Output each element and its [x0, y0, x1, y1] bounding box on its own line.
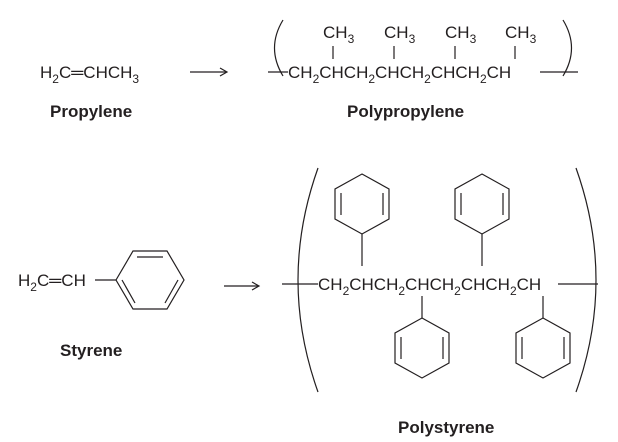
benzene-ring-icon: [115, 250, 185, 310]
styrene-monomer: H2C═CH Styrene: [18, 250, 185, 360]
polystyrene-polymer: CH2CHCH2CHCH2CHCH2CH: [282, 167, 598, 437]
benzene-ring-icon: [515, 296, 571, 379]
benzene-ring-icon: [454, 173, 510, 266]
reaction-arrow-styrene: [224, 281, 261, 291]
styrene-formula: H2C═CH: [18, 271, 86, 294]
right-parenthesis: [562, 19, 573, 77]
propylene-label: Propylene: [50, 102, 132, 121]
polypropylene-label: Polypropylene: [347, 102, 464, 121]
benzene-ring-icon: [334, 173, 390, 266]
propylene-monomer: H2C═CHCH3 Propylene: [40, 63, 139, 121]
left-parenthesis: [297, 167, 319, 393]
methyl-group: CH3: [505, 23, 537, 46]
propylene-formula: H2C═CHCH3: [40, 63, 139, 86]
polypropylene-backbone: CH2CHCH2CHCH2CHCH2CH: [288, 63, 511, 86]
reaction-arrow-propylene: [190, 67, 229, 77]
polystyrene-label: Polystyrene: [398, 418, 494, 437]
left-parenthesis: [273, 19, 284, 77]
polystyrene-backbone: CH2CHCH2CHCH2CHCH2CH: [318, 275, 541, 298]
right-parenthesis: [575, 167, 597, 393]
styrene-label: Styrene: [60, 341, 122, 360]
methyl-group: CH3: [323, 23, 355, 46]
methyl-group: CH3: [445, 23, 477, 46]
polypropylene-polymer: CH3 CH3 CH3 CH3 CH2CHCH2CHCH2CHCH2CH Pol…: [268, 19, 578, 121]
methyl-group: CH3: [384, 23, 416, 46]
benzene-ring-icon: [394, 296, 450, 379]
